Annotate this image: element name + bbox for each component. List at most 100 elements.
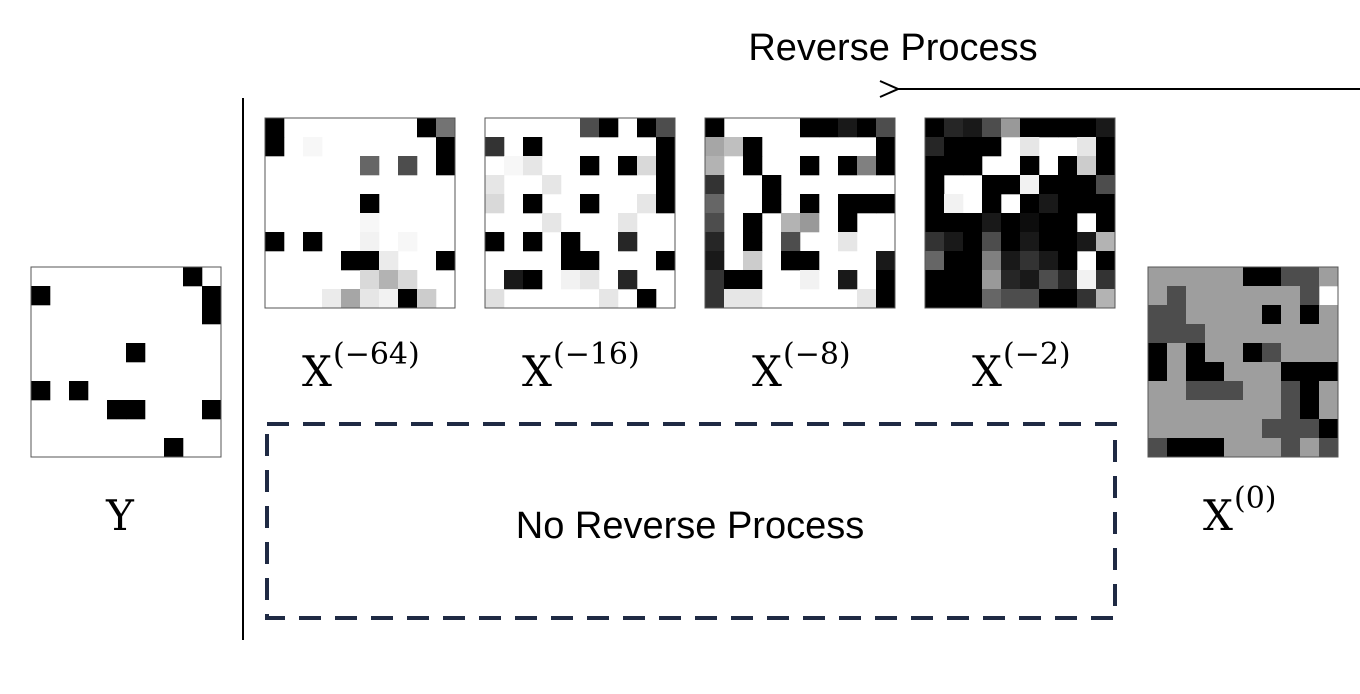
grid-cell bbox=[1148, 305, 1168, 325]
grid-cell bbox=[1205, 267, 1225, 287]
grid-cell bbox=[618, 213, 638, 233]
svg-text:X: X bbox=[522, 347, 552, 396]
grid-cell bbox=[1096, 175, 1116, 195]
grid-cell bbox=[1319, 343, 1339, 363]
grid-cell bbox=[1077, 270, 1097, 290]
grid-cell bbox=[743, 251, 763, 271]
grid-cell bbox=[126, 343, 146, 363]
grid-cell bbox=[1243, 343, 1263, 363]
grid-cell bbox=[1262, 343, 1282, 363]
grid-cell bbox=[724, 137, 744, 157]
grid-cell bbox=[762, 194, 782, 214]
grid-cell bbox=[1319, 400, 1339, 420]
grid-cell bbox=[982, 118, 1002, 138]
grid-cell bbox=[523, 194, 543, 214]
label-x-2: X (−2) bbox=[972, 337, 1071, 396]
grid-cell bbox=[1001, 175, 1021, 195]
grid-cell bbox=[341, 289, 361, 309]
grid-cell bbox=[762, 175, 782, 195]
grid-cell bbox=[1058, 289, 1078, 309]
grid-cell bbox=[1167, 324, 1187, 344]
grid-cell bbox=[1300, 362, 1320, 382]
grid-cell bbox=[561, 251, 581, 271]
grid-cell bbox=[1096, 213, 1116, 233]
grid-cell bbox=[1262, 324, 1282, 344]
grid-cell bbox=[1243, 400, 1263, 420]
grid-cell bbox=[1001, 213, 1021, 233]
grid-cell bbox=[360, 156, 380, 176]
grid-border bbox=[924, 117, 1116, 309]
grid-cell bbox=[417, 289, 437, 309]
svg-text:(0): (0) bbox=[1234, 481, 1277, 516]
grid-cell bbox=[963, 118, 983, 138]
grid-cell bbox=[1300, 381, 1320, 401]
grid-cell bbox=[1096, 156, 1116, 176]
grid-cell bbox=[1281, 362, 1301, 382]
grid-cell bbox=[982, 251, 1002, 271]
grid-cell bbox=[781, 251, 801, 271]
grid-cell bbox=[925, 213, 945, 233]
grid-cell bbox=[925, 270, 945, 290]
grid-cell bbox=[1001, 251, 1021, 271]
grid-cell bbox=[303, 232, 323, 252]
grid-cell bbox=[436, 156, 456, 176]
grid-cell bbox=[1205, 324, 1225, 344]
grid-cell bbox=[1262, 400, 1282, 420]
grid-cell bbox=[838, 270, 858, 290]
grid-cell bbox=[1224, 267, 1244, 287]
grid-cell bbox=[360, 213, 380, 233]
grid-cell bbox=[1186, 267, 1206, 287]
grid-cell bbox=[982, 137, 1002, 157]
grid-cell bbox=[1186, 381, 1206, 401]
label-x0: X (0) bbox=[1203, 481, 1277, 540]
grid-cell bbox=[1281, 343, 1301, 363]
grid-cell bbox=[1205, 400, 1225, 420]
grid-cell bbox=[618, 270, 638, 290]
grid-cell bbox=[637, 289, 657, 309]
grid-cell bbox=[1300, 267, 1320, 287]
grid-cell bbox=[1096, 270, 1116, 290]
grid-cell bbox=[724, 289, 744, 309]
grid-cell bbox=[202, 305, 222, 325]
grid-cell bbox=[202, 400, 222, 420]
grid-cell bbox=[1224, 343, 1244, 363]
grid-cell bbox=[857, 118, 877, 138]
grid-cell bbox=[656, 156, 676, 176]
grid-cell bbox=[1319, 419, 1339, 439]
grid-cell bbox=[1300, 324, 1320, 344]
grid-cell bbox=[360, 270, 380, 290]
grid-cell bbox=[1205, 362, 1225, 382]
grid-cell bbox=[1001, 118, 1021, 138]
grid-cell bbox=[1001, 289, 1021, 309]
grid-cell bbox=[1039, 175, 1059, 195]
grid-cell bbox=[944, 232, 964, 252]
grid-cell bbox=[963, 232, 983, 252]
grid-cell bbox=[1319, 305, 1339, 325]
grid-cell bbox=[1243, 438, 1263, 458]
grid-cell bbox=[656, 137, 676, 157]
grid-cell bbox=[1077, 118, 1097, 138]
grid-cell bbox=[1039, 289, 1059, 309]
grid-cell bbox=[1186, 305, 1206, 325]
grid-cell bbox=[1077, 232, 1097, 252]
grid-cell bbox=[743, 156, 763, 176]
grid-cell bbox=[202, 286, 222, 306]
grid-cell bbox=[876, 251, 896, 271]
grid-cell bbox=[819, 118, 839, 138]
grid-cell bbox=[1058, 194, 1078, 214]
grid-cell bbox=[982, 270, 1002, 290]
grid-cell bbox=[504, 270, 524, 290]
svg-text:(−8): (−8) bbox=[783, 337, 851, 372]
grid-cell bbox=[1300, 305, 1320, 325]
grid-cell bbox=[1167, 286, 1187, 306]
grid-cell bbox=[637, 194, 657, 214]
grid-cell bbox=[1096, 137, 1116, 157]
grid-cell bbox=[876, 156, 896, 176]
grid-panels bbox=[30, 117, 1339, 458]
grid-cell bbox=[504, 156, 524, 176]
grid-cell bbox=[1167, 305, 1187, 325]
grid-cell bbox=[800, 118, 820, 138]
grid-cell bbox=[1058, 251, 1078, 271]
grid-cell bbox=[31, 381, 51, 401]
grid-cell bbox=[857, 156, 877, 176]
